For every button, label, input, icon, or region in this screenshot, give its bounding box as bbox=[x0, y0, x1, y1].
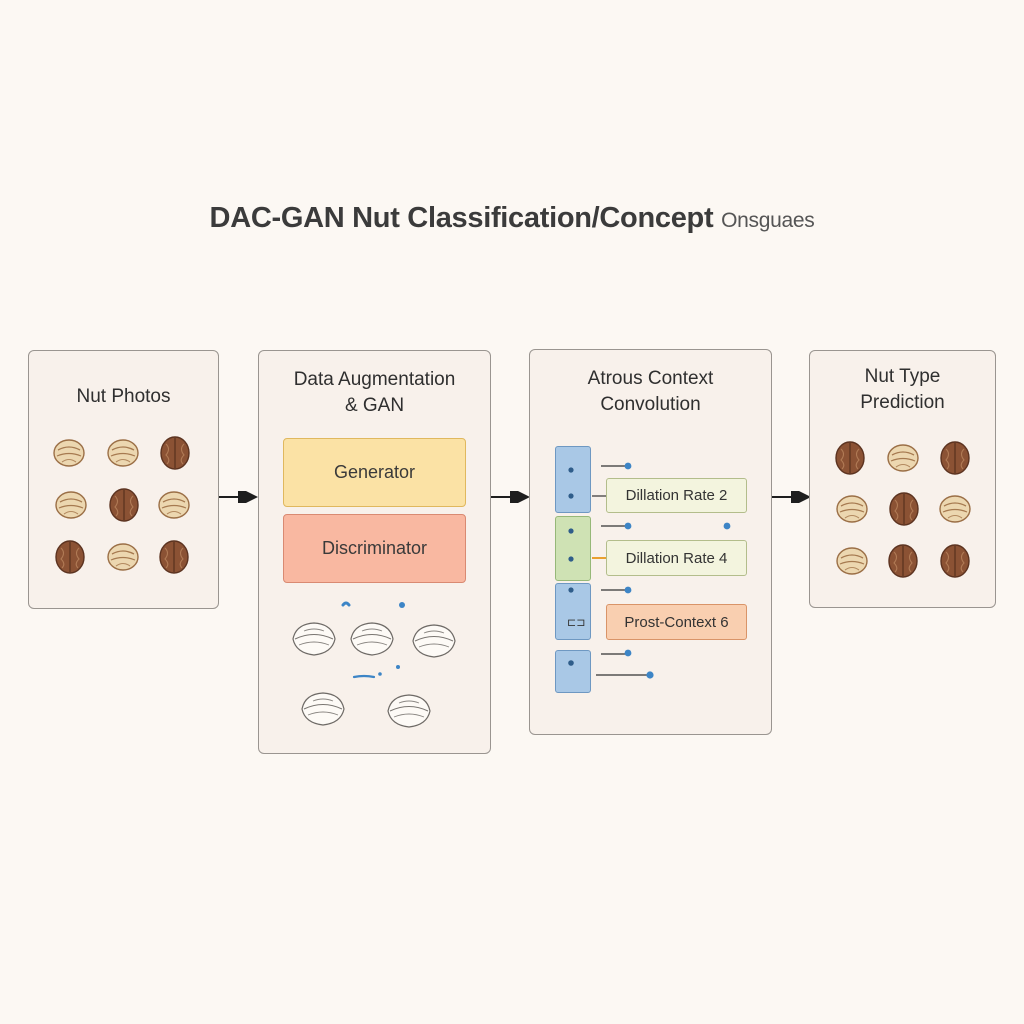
post-context-6-tag: Prost-Context 6 bbox=[606, 604, 747, 640]
conv-layer-1 bbox=[555, 446, 591, 513]
nut-photo-grid bbox=[53, 436, 190, 574]
generator-box: Generator bbox=[283, 438, 466, 507]
dilation-rate-4-tag: Dillation Rate 4 bbox=[606, 540, 747, 576]
atrous-connectors bbox=[568, 462, 731, 679]
conv-layer-4 bbox=[555, 650, 591, 693]
nut-sketch-icon bbox=[350, 622, 394, 656]
arrow-right-icon bbox=[772, 491, 811, 503]
walnut-icon bbox=[55, 540, 85, 574]
dilation-rate-2-tag: Dillation Rate 2 bbox=[606, 478, 747, 513]
prediction-title-line1: Nut Type bbox=[864, 366, 941, 387]
walnut-icon bbox=[889, 492, 919, 526]
nut-sketch-icon bbox=[301, 692, 345, 726]
augmentation-panel: Data Augmentation & GAN Generator Discri… bbox=[258, 350, 491, 754]
generated-nut-sketches bbox=[292, 601, 456, 728]
almond-icon bbox=[158, 491, 190, 519]
almond-icon bbox=[836, 547, 868, 575]
arrow-right-icon bbox=[491, 491, 530, 503]
almond-icon bbox=[55, 491, 87, 519]
walnut-icon bbox=[160, 436, 190, 470]
almond-icon bbox=[939, 495, 971, 523]
nut-photos-panel: Nut Photos bbox=[28, 350, 219, 609]
title-main: DAC-GAN Nut Classification/Concept bbox=[209, 202, 714, 234]
walnut-icon bbox=[835, 441, 865, 475]
augmentation-title-line2: & GAN bbox=[344, 395, 405, 416]
page-title: DAC-GAN Nut Classification/Concept Onsgu… bbox=[0, 202, 1024, 235]
almond-icon bbox=[836, 495, 868, 523]
nut-photos-title: Nut Photos bbox=[76, 386, 171, 407]
almond-icon bbox=[887, 444, 919, 472]
walnut-icon bbox=[159, 540, 189, 574]
discriminator-box: Discriminator bbox=[283, 514, 466, 583]
atrous-title-line2: Convolution bbox=[600, 394, 701, 415]
nut-sketch-icon bbox=[292, 622, 336, 656]
prediction-title-line2: Prediction bbox=[860, 392, 945, 413]
prediction-panel: Nut Type Prediction bbox=[809, 350, 996, 608]
walnut-icon bbox=[109, 488, 139, 522]
nut-sketch-icon bbox=[387, 694, 431, 728]
layer-glyph: ⊏⊐ bbox=[567, 617, 586, 629]
atrous-panel: Atrous Context Convolution ⊏⊐ bbox=[529, 349, 772, 735]
atrous-title-line1: Atrous Context bbox=[587, 368, 714, 389]
title-suffix: Onsguaes bbox=[721, 209, 815, 232]
prediction-nut-grid bbox=[835, 441, 971, 578]
almond-icon bbox=[53, 439, 85, 467]
almond-icon bbox=[107, 439, 139, 467]
arrow-right-icon bbox=[219, 491, 258, 503]
walnut-icon bbox=[940, 441, 970, 475]
walnut-icon bbox=[888, 544, 918, 578]
augmentation-title-line1: Data Augmentation bbox=[293, 369, 456, 390]
conv-layer-2 bbox=[555, 516, 591, 581]
walnut-icon bbox=[940, 544, 970, 578]
nut-sketch-icon bbox=[412, 624, 456, 658]
almond-icon bbox=[107, 543, 139, 571]
conv-layer-3 bbox=[555, 583, 591, 640]
